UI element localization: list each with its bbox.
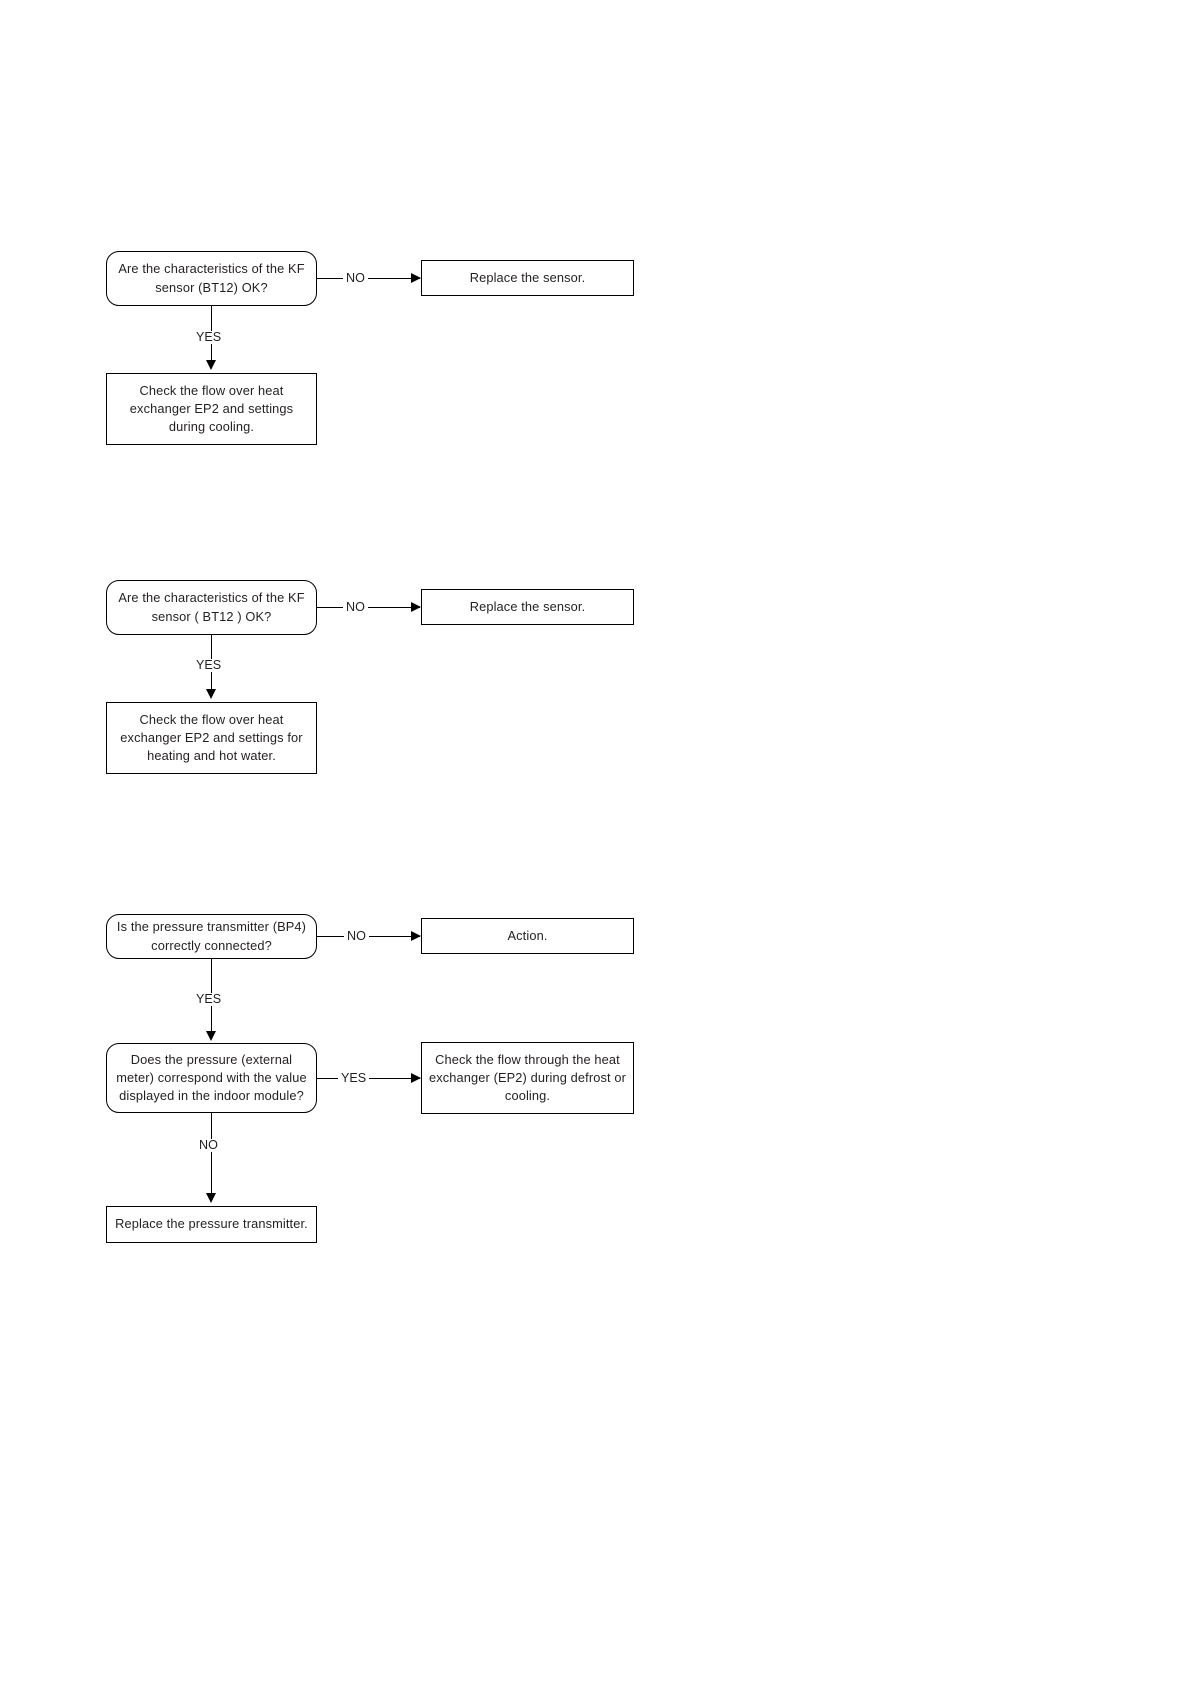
action-replace-sensor-2[interactable]: Replace the sensor.: [421, 589, 634, 625]
connector-3b-no: [211, 1113, 212, 1197]
connector-1-no: [317, 278, 420, 279]
edge-label-3b-no: NO: [196, 1139, 221, 1152]
action-generic[interactable]: Action.: [421, 918, 634, 954]
edge-label-3a-no: NO: [344, 930, 369, 943]
edge-label-2-yes: YES: [193, 659, 225, 672]
edge-label-3b-yes: YES: [338, 1072, 370, 1085]
arrow-3b-yes: [411, 1073, 421, 1083]
arrow-2-yes: [206, 689, 216, 699]
edge-label-3a-yes: YES: [193, 993, 225, 1006]
action-check-flow-cooling[interactable]: Check the flow over heat exchanger EP2 a…: [106, 373, 317, 445]
edge-label-1-no: NO: [343, 272, 368, 285]
arrow-3b-no: [206, 1193, 216, 1203]
arrow-2-no: [411, 602, 421, 612]
edge-label-1-yes: YES: [193, 331, 225, 344]
action-replace-sensor-1[interactable]: Replace the sensor.: [421, 260, 634, 296]
decision-pressure-matches-display[interactable]: Does the pressure (external meter) corre…: [106, 1043, 317, 1113]
arrow-1-yes: [206, 360, 216, 370]
arrow-3a-yes: [206, 1031, 216, 1041]
arrow-1-no: [411, 273, 421, 283]
decision-kf-sensor-bt12-cooling[interactable]: Are the characteristics of the KF sensor…: [106, 251, 317, 306]
arrow-3a-no: [411, 931, 421, 941]
edge-label-2-no: NO: [343, 601, 368, 614]
action-check-flow-heating-hot-water[interactable]: Check the flow over heat exchanger EP2 a…: [106, 702, 317, 774]
decision-kf-sensor-bt12-heating[interactable]: Are the characteristics of the KF sensor…: [106, 580, 317, 635]
connector-2-no: [317, 607, 420, 608]
decision-pressure-transmitter-connected[interactable]: Is the pressure transmitter (BP4) correc…: [106, 914, 317, 959]
action-replace-pressure-transmitter[interactable]: Replace the pressure transmitter.: [106, 1206, 317, 1243]
action-check-flow-defrost-cooling[interactable]: Check the flow through the heat exchange…: [421, 1042, 634, 1114]
